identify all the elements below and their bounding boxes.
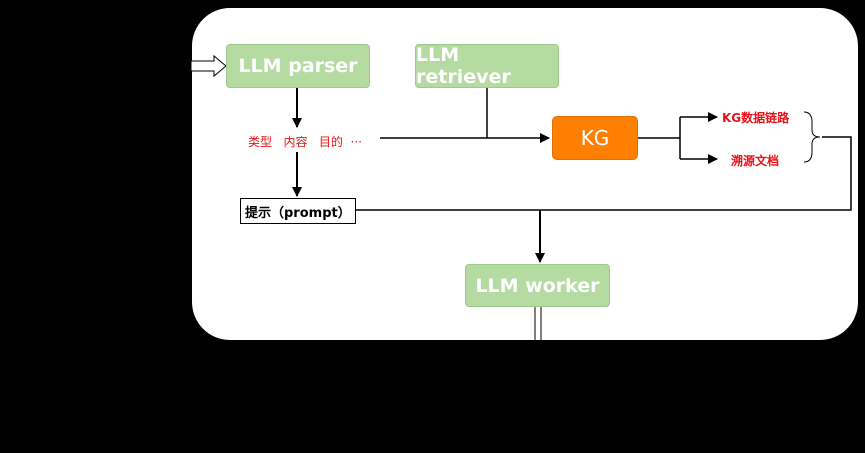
llm-retriever-node: LLM retriever	[415, 44, 559, 88]
llm-worker-node: LLM worker	[465, 264, 610, 307]
curly-brace	[803, 111, 821, 163]
prompt-box: 提示（prompt）	[240, 198, 356, 224]
input-arrow	[190, 54, 227, 78]
edge-brace-feedback	[540, 136, 852, 211]
llm-parser-node: LLM parser	[226, 44, 370, 88]
source-doc-label: 溯源文档	[731, 154, 780, 168]
kg-node: KG	[552, 116, 638, 160]
fields-label: 类型 内容 目的 ···	[248, 135, 362, 149]
kg-link-label: KG数据链路	[722, 111, 790, 125]
